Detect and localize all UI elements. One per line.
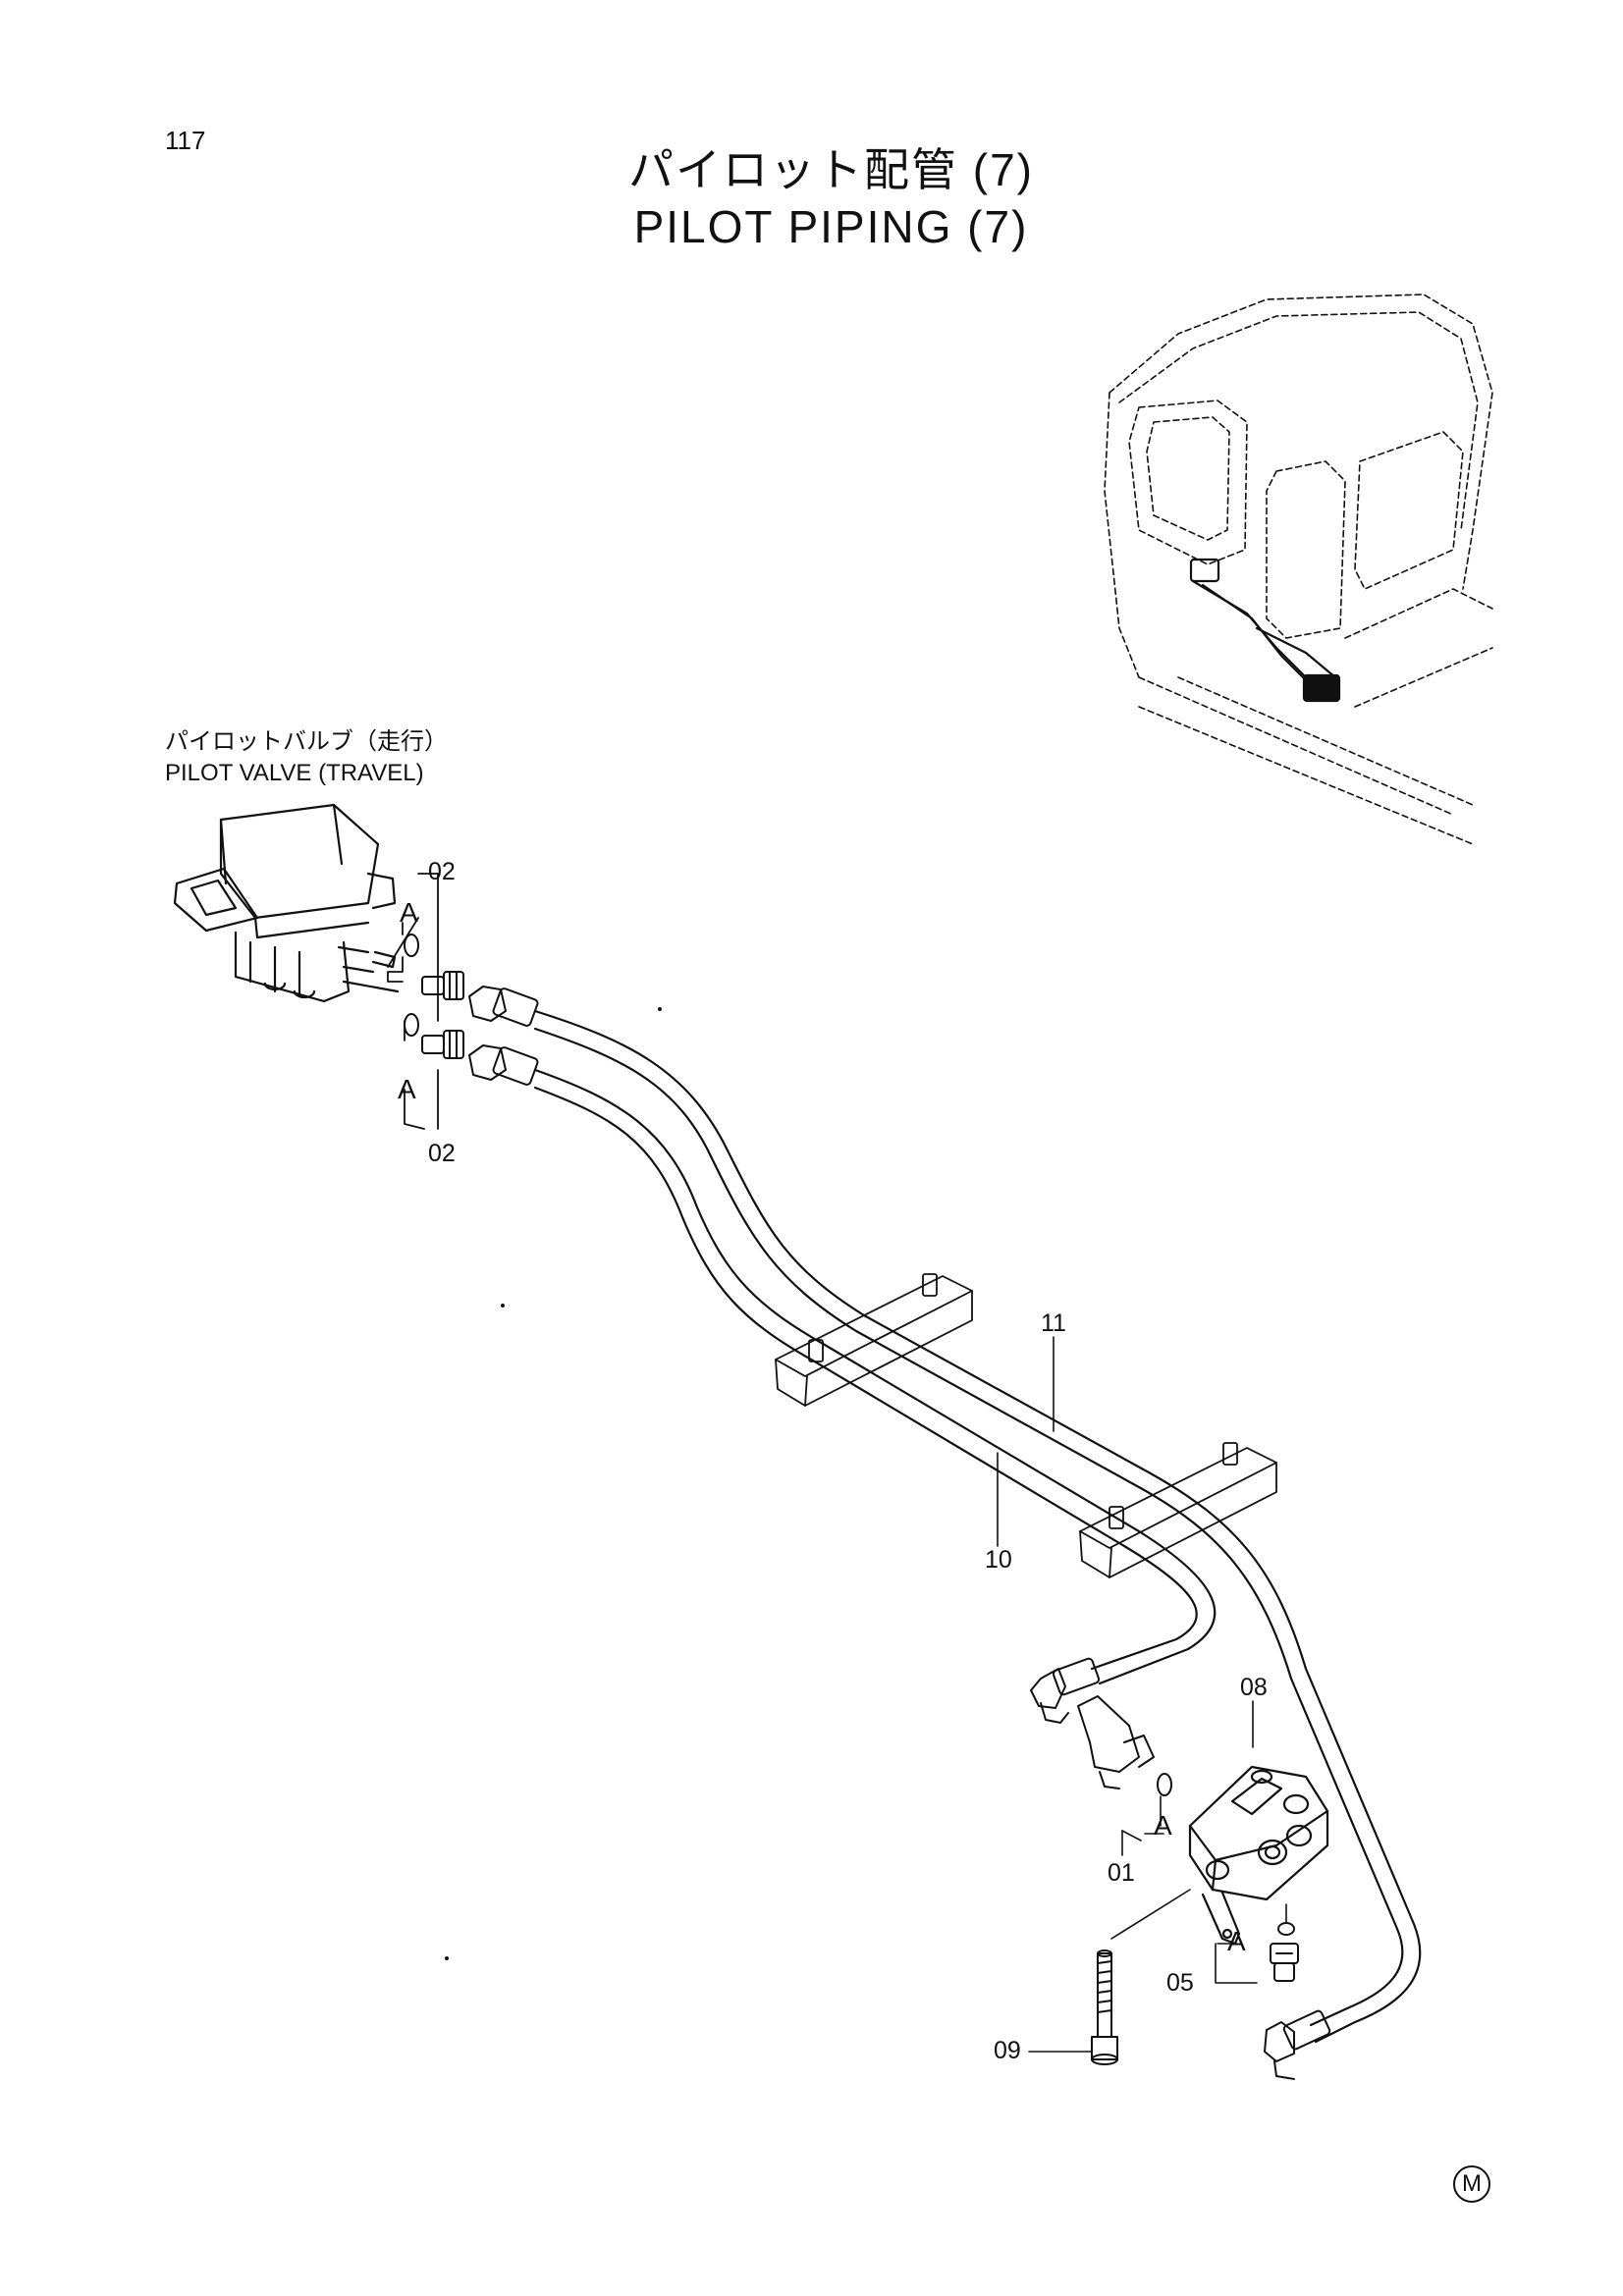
callout-a-fitting-01: A	[1154, 1810, 1172, 1841]
bolt-09	[1091, 1949, 1118, 2065]
excavator-cab-drawing	[1104, 294, 1493, 845]
callout-02-brackets	[387, 873, 439, 1130]
callout-08: 08	[1240, 1674, 1268, 1701]
callout-05: 05	[1166, 1969, 1194, 1997]
page-title-english: PILOT PIPING (7)	[633, 201, 1029, 252]
hose-11-elbow-fitting	[1264, 2009, 1331, 2080]
o-ring-fitting-05	[1277, 1922, 1295, 1936]
hose-10	[533, 1068, 1217, 1685]
adapter-02-lower	[421, 1030, 464, 1059]
pilot-valve-label-japanese: パイロットバルブ（走行）	[165, 728, 448, 755]
bracket-bolts	[808, 1273, 1238, 1529]
hose-fitting-upper	[468, 986, 539, 1027]
callout-09: 09	[994, 2037, 1021, 2064]
callout-a-lower: A	[398, 1074, 416, 1104]
adapter-02-upper	[421, 971, 464, 1000]
callout-10: 10	[985, 1546, 1012, 1574]
callout-leaders	[997, 1336, 1287, 2053]
copyright-mark-icon: M	[1453, 2165, 1490, 2203]
hose-fitting-lower	[468, 1044, 539, 1086]
pilot-valve-label-english: PILOT VALVE (TRAVEL)	[165, 760, 424, 786]
cab-pilot-piping-detail	[1189, 558, 1341, 703]
pilot-valve-drawing	[173, 803, 400, 1003]
page-title-japanese: パイロット配管 (7)	[628, 144, 1034, 195]
callout-11: 11	[1041, 1309, 1066, 1337]
o-ring-upper	[404, 934, 419, 957]
callout-a-upper: A	[400, 897, 418, 928]
callout-02-lower: 02	[428, 1140, 456, 1167]
fitting-05	[1270, 1943, 1299, 1982]
callout-01: 01	[1108, 1859, 1135, 1887]
o-ring-lower	[404, 1013, 419, 1037]
connector-01	[1077, 1695, 1155, 1789]
hose-10-elbow-fitting	[1030, 1657, 1101, 1724]
valve-block-08	[1188, 1765, 1329, 1946]
o-ring-fitting-01	[1157, 1773, 1172, 1796]
page-number: 117	[165, 126, 206, 155]
callout-02-upper: 02	[428, 858, 456, 885]
hose-11	[533, 1009, 1422, 2044]
frame-brackets	[775, 1275, 1277, 1578]
